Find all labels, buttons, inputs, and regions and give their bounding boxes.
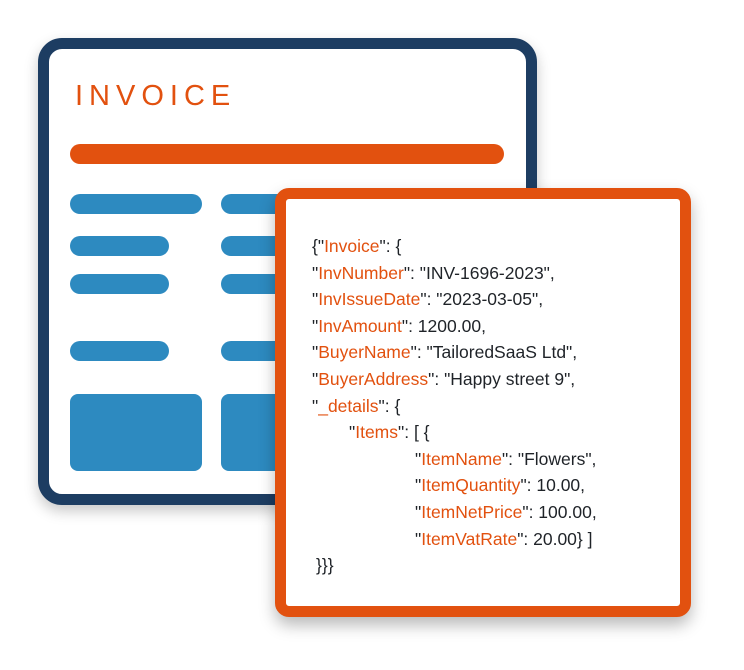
json-line: {"Invoice": { <box>312 236 402 256</box>
json-key: InvAmount <box>318 315 402 336</box>
json-key: ItemVatRate <box>421 528 518 549</box>
json-line: "Items": [ { <box>349 422 430 443</box>
invoice-field-placeholder <box>70 274 169 294</box>
json-line: "ItemQuantity": 10.00, <box>415 475 586 496</box>
json-line: "InvIssueDate": "2023-03-05", <box>312 289 544 310</box>
invoice-field-placeholder <box>70 236 169 256</box>
json-key: BuyerAddress <box>318 368 429 389</box>
json-key: InvIssueDate <box>318 289 421 310</box>
json-key: BuyerName <box>318 342 411 363</box>
json-key: ItemQuantity <box>421 475 521 496</box>
json-key: ItemName <box>421 448 502 469</box>
invoice-field-placeholder <box>70 341 169 361</box>
json-line: "InvNumber": "INV-1696-2023", <box>312 262 555 283</box>
json-line: "ItemNetPrice": 100.00, <box>415 501 597 522</box>
json-code-block: {"Invoice": { "InvNumber": "INV-1696-2023… <box>312 233 597 579</box>
invoice-header-bar <box>70 144 504 164</box>
json-key: Invoice <box>324 236 380 256</box>
json-key: _details <box>318 395 379 416</box>
json-key: ItemNetPrice <box>421 501 523 522</box>
json-output-card: {"Invoice": { "InvNumber": "INV-1696-2023… <box>275 188 691 617</box>
invoice-title: INVOICE <box>75 80 237 112</box>
json-line: "ItemVatRate": 20.00} ] <box>415 528 593 549</box>
json-key: InvNumber <box>318 262 404 283</box>
invoice-table-block <box>70 394 202 471</box>
invoice-field-placeholder <box>70 194 202 214</box>
json-line: "InvAmount": 1200.00, <box>312 315 486 336</box>
json-line: "ItemName": "Flowers", <box>415 448 597 469</box>
json-line: }}} <box>316 555 334 576</box>
json-key: Items <box>355 422 399 443</box>
json-line: "BuyerName": "TailoredSaaS Ltd", <box>312 342 578 363</box>
json-line: "_details": { <box>312 395 401 416</box>
json-line: "BuyerAddress": "Happy street 9", <box>312 368 576 389</box>
